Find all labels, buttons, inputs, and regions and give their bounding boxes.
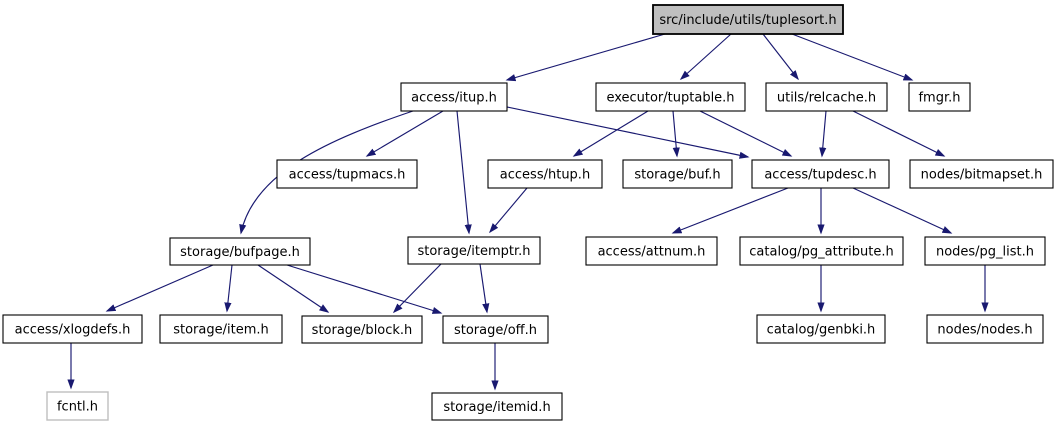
node-label-bufpage: storage/bufpage.h — [180, 245, 300, 260]
node-box-nodes[interactable] — [926, 314, 1044, 344]
node-xlogdefs[interactable]: access/xlogdefs.h — [2, 314, 143, 344]
node-bitmapset[interactable]: nodes/bitmapset.h — [909, 159, 1054, 189]
node-box-genbki[interactable] — [756, 314, 886, 344]
node-label-item: storage/item.h — [173, 323, 269, 338]
node-bufpage[interactable]: storage/bufpage.h — [169, 237, 311, 266]
node-box-block[interactable] — [301, 315, 423, 344]
node-label-itemptr: storage/itemptr.h — [417, 244, 530, 259]
node-label-attnum: access/attnum.h — [598, 245, 706, 260]
node-pg_attribute[interactable]: catalog/pg_attribute.h — [739, 236, 904, 266]
node-label-itemid: storage/itemid.h — [443, 400, 550, 415]
node-label-itup: access/itup.h — [411, 91, 497, 106]
node-off[interactable]: storage/off.h — [442, 315, 549, 344]
node-label-buf: storage/buf.h — [634, 168, 720, 183]
edge-itup-to-tupdesc — [506, 106, 750, 159]
edge-tupdesc-to-attnum — [671, 187, 789, 234]
node-label-tupmacs: access/tupmacs.h — [289, 168, 406, 183]
node-label-pg_attribute: catalog/pg_attribute.h — [749, 245, 893, 260]
node-label-tupdesc: access/tupdesc.h — [764, 168, 876, 183]
node-box-attnum[interactable] — [585, 236, 718, 266]
node-fmgr[interactable]: fmgr.h — [908, 82, 971, 112]
edge-tuplesort-to-fmgr — [791, 33, 914, 81]
edge-tuptable-to-buf — [672, 110, 680, 158]
node-label-tuplesort: src/include/utils/tuplesort.h — [659, 13, 836, 28]
edge-bufpage-to-block — [257, 264, 330, 313]
edge-tuptable-to-htup — [572, 110, 649, 157]
node-label-block: storage/block.h — [312, 323, 413, 338]
edge-tuplesort-to-relcache — [762, 33, 799, 81]
edges-layer — [67, 33, 989, 391]
node-box-item[interactable] — [159, 314, 283, 344]
node-relcache[interactable]: utils/relcache.h — [765, 82, 888, 112]
node-label-relcache: utils/relcache.h — [777, 91, 876, 106]
node-box-relcache[interactable] — [765, 82, 888, 112]
node-box-pg_attribute[interactable] — [739, 236, 904, 266]
node-item[interactable]: storage/item.h — [159, 314, 283, 344]
edge-relcache-to-bitmapset — [852, 110, 946, 157]
node-label-fcntl: fcntl.h — [57, 400, 98, 415]
node-attnum[interactable]: access/attnum.h — [585, 236, 718, 266]
node-tuptable[interactable]: executor/tuptable.h — [595, 82, 746, 112]
node-box-fmgr[interactable] — [908, 82, 971, 112]
node-box-bufpage[interactable] — [169, 237, 311, 266]
node-box-tupdesc[interactable] — [751, 159, 890, 189]
edge-bufpage-to-xlogdefs — [105, 264, 214, 312]
node-box-tuplesort — [652, 4, 844, 35]
edge-tupdesc-to-pg_list — [852, 187, 953, 234]
node-tupdesc[interactable]: access/tupdesc.h — [751, 159, 890, 189]
node-box-itup[interactable] — [400, 82, 508, 112]
node-box-buf[interactable] — [622, 159, 733, 189]
node-block[interactable]: storage/block.h — [301, 315, 423, 344]
node-itemid[interactable]: storage/itemid.h — [431, 392, 563, 421]
edge-bufpage-to-off — [286, 264, 443, 314]
node-label-htup: access/htup.h — [500, 168, 590, 183]
node-itup[interactable]: access/itup.h — [400, 82, 508, 112]
node-box-fcntl — [46, 391, 109, 421]
node-htup[interactable]: access/htup.h — [487, 159, 603, 189]
node-itemptr[interactable]: storage/itemptr.h — [407, 236, 541, 265]
node-box-xlogdefs[interactable] — [2, 314, 143, 344]
edge-htup-to-itemptr — [489, 187, 528, 234]
node-label-xlogdefs: access/xlogdefs.h — [15, 323, 131, 338]
node-tuplesort: src/include/utils/tuplesort.h — [652, 4, 844, 35]
node-label-tuptable: executor/tuptable.h — [606, 91, 734, 106]
node-box-pg_list[interactable] — [924, 236, 1046, 266]
node-label-off: storage/off.h — [454, 323, 537, 338]
node-label-pg_list: nodes/pg_list.h — [936, 245, 1034, 260]
node-box-tuptable[interactable] — [595, 82, 746, 112]
node-fcntl: fcntl.h — [46, 391, 109, 421]
edge-tuplesort-to-tuptable — [679, 33, 732, 81]
node-label-bitmapset: nodes/bitmapset.h — [921, 168, 1043, 183]
nodes-layer: src/include/utils/tuplesort.h access/itup… — [2, 4, 1054, 421]
edge-relcache-to-tupdesc — [819, 110, 827, 158]
edge-itemptr-to-block — [392, 263, 442, 314]
node-box-tupmacs[interactable] — [276, 159, 418, 189]
node-label-fmgr: fmgr.h — [918, 91, 960, 106]
node-box-bitmapset[interactable] — [909, 159, 1054, 189]
edge-itup-to-itemptr — [456, 110, 472, 235]
edge-bufpage-to-item — [224, 264, 233, 313]
node-label-genbki: catalog/genbki.h — [767, 323, 876, 338]
node-box-htup[interactable] — [487, 159, 603, 189]
node-genbki[interactable]: catalog/genbki.h — [756, 314, 886, 344]
node-nodes[interactable]: nodes/nodes.h — [926, 314, 1044, 344]
node-box-itemid[interactable] — [431, 392, 563, 421]
node-tupmacs[interactable]: access/tupmacs.h — [276, 159, 418, 189]
edge-itemptr-to-off — [479, 263, 490, 314]
edge-tuptable-to-tupdesc — [699, 110, 793, 157]
edge-itup-to-tupmacs — [365, 110, 444, 157]
node-box-off[interactable] — [442, 315, 549, 344]
node-pg_list[interactable]: nodes/pg_list.h — [924, 236, 1046, 266]
edge-tuplesort-to-itup — [505, 33, 666, 82]
node-buf[interactable]: storage/buf.h — [622, 159, 733, 189]
node-label-nodes: nodes/nodes.h — [937, 323, 1032, 338]
node-box-itemptr[interactable] — [407, 236, 541, 265]
